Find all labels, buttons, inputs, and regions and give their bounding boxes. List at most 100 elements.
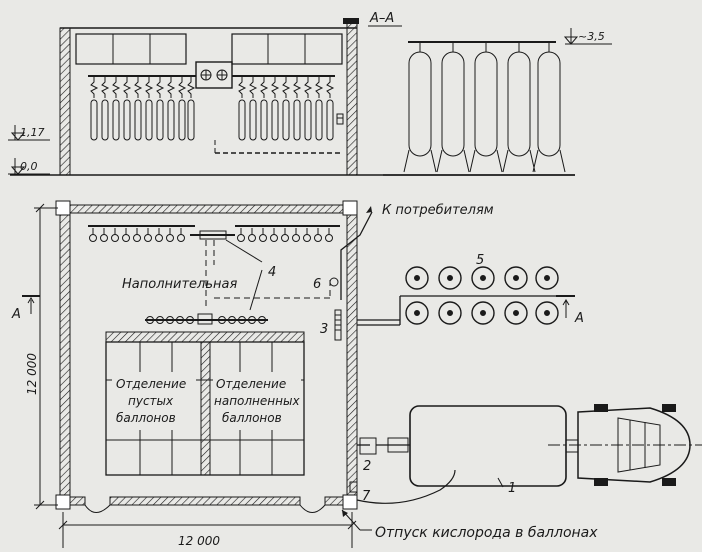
external-receivers bbox=[405, 266, 559, 325]
cylinder bbox=[260, 99, 268, 141]
full-dept-line2: наполненных bbox=[214, 394, 300, 408]
elevation-00-label: 0,0 bbox=[20, 160, 38, 173]
plan-cylinder bbox=[133, 234, 141, 242]
cut-mark-right-label: А bbox=[574, 311, 584, 326]
plan-cylinder bbox=[177, 234, 185, 242]
plan-cylinder bbox=[270, 234, 278, 242]
plan-cylinder bbox=[166, 234, 174, 242]
cylinder bbox=[112, 99, 120, 141]
section-cylinder bbox=[507, 51, 531, 157]
section-cylinder bbox=[441, 51, 465, 157]
plan-cylinder bbox=[303, 234, 311, 242]
cylinder bbox=[326, 99, 334, 141]
elevation-mark-00: 0,0 bbox=[8, 158, 50, 175]
cut-mark-left: А bbox=[11, 295, 40, 322]
plan-cylinder bbox=[176, 316, 184, 324]
plan-mid-cylinders bbox=[146, 313, 266, 325]
receiver bbox=[471, 301, 495, 325]
width-dimension: 12 000 bbox=[58, 512, 357, 548]
roof-cap bbox=[343, 18, 359, 24]
cylinder bbox=[145, 99, 153, 141]
oxygen-tank-truck: 1 bbox=[357, 404, 702, 496]
cut-mark-left-label: А bbox=[11, 307, 21, 322]
dispatch-label: Отпуск кислорода в баллонах bbox=[375, 525, 598, 541]
cylinder bbox=[178, 99, 186, 141]
plan-cylinder bbox=[122, 234, 130, 242]
receiver bbox=[438, 301, 462, 325]
cylinder bbox=[156, 99, 164, 141]
empty-dept-line3: баллонов bbox=[116, 411, 176, 425]
cylinder bbox=[123, 99, 131, 141]
plan-cylinder bbox=[186, 316, 194, 324]
elevation-mark-top: ~3,5 bbox=[563, 28, 612, 45]
plan-cylinder bbox=[156, 316, 164, 324]
receiver bbox=[405, 266, 429, 290]
callout-3: 3 bbox=[320, 322, 328, 337]
plan-cylinder bbox=[248, 316, 256, 324]
elevation-117-label: 1,17 bbox=[20, 126, 45, 139]
consumers-label: К потребителям bbox=[382, 203, 494, 218]
plan-cylinder bbox=[259, 234, 267, 242]
plan-cylinder bbox=[248, 234, 256, 242]
receiver bbox=[535, 301, 559, 325]
plan-view: Наполнительная 4 Отделение пустых баллон… bbox=[11, 200, 702, 548]
plan-cylinder bbox=[89, 234, 97, 242]
elevation-mark-117: 1,17 bbox=[8, 125, 50, 141]
cylinder bbox=[293, 99, 301, 141]
door-right bbox=[299, 504, 326, 513]
plan-left-wall bbox=[59, 204, 71, 506]
empty-dept-line2: пустых bbox=[128, 394, 174, 408]
section-label: А–А bbox=[369, 11, 394, 26]
filling-room-label: Наполнительная bbox=[122, 277, 237, 292]
plan-cylinder bbox=[218, 316, 226, 324]
plan-cylinder bbox=[155, 234, 163, 242]
cut-mark-right: А bbox=[556, 295, 584, 326]
cylinder bbox=[238, 99, 246, 141]
section-a-a: А–А ~3,5 bbox=[368, 11, 612, 176]
cylinder bbox=[304, 99, 312, 141]
cylinder bbox=[249, 99, 257, 141]
elevation-cylinders-right bbox=[238, 76, 335, 141]
elevation-right-wall bbox=[346, 21, 358, 176]
plan-cylinder bbox=[281, 234, 289, 242]
elevation-top-label: ~3,5 bbox=[578, 30, 605, 43]
plan-top-wall bbox=[59, 204, 358, 214]
callout-1: 1 bbox=[508, 481, 516, 496]
section-cylinder bbox=[537, 51, 561, 157]
plan-right-wall bbox=[346, 204, 358, 506]
section-cylinder bbox=[408, 51, 432, 157]
receiver bbox=[535, 266, 559, 290]
storage-rack: Отделение пустых баллонов Отделение напо… bbox=[105, 331, 305, 476]
full-dept-line1: Отделение bbox=[216, 377, 286, 391]
callout-2: 2 bbox=[363, 459, 371, 474]
plan-cylinder bbox=[146, 316, 154, 324]
callout-4: 4 bbox=[268, 265, 276, 280]
plan-bottom-wall bbox=[109, 496, 301, 506]
cylinder bbox=[167, 99, 175, 141]
receiver bbox=[438, 266, 462, 290]
elevation-left-wall bbox=[59, 27, 71, 176]
cylinder bbox=[134, 99, 142, 141]
plan-cylinder bbox=[111, 234, 119, 242]
plan-cylinder bbox=[100, 234, 108, 242]
plan-cylinder bbox=[228, 316, 236, 324]
plan-cylinder bbox=[325, 234, 333, 242]
receiver bbox=[504, 301, 528, 325]
receiver bbox=[504, 266, 528, 290]
plan-top-cylinders-right bbox=[237, 228, 333, 242]
plan-cylinder bbox=[314, 234, 322, 242]
height-dimension: 12 000 bbox=[25, 203, 58, 510]
cylinder bbox=[187, 99, 195, 141]
full-dept-line3: баллонов bbox=[222, 411, 282, 425]
cylinder bbox=[101, 99, 109, 141]
plan-top-cylinders-left bbox=[89, 228, 185, 242]
receiver bbox=[471, 266, 495, 290]
section-cylinder bbox=[474, 51, 498, 157]
callout-5: 5 bbox=[476, 253, 484, 268]
cylinder bbox=[282, 99, 290, 141]
cylinder bbox=[315, 99, 323, 141]
height-dimension-label: 12 000 bbox=[25, 353, 39, 395]
plan-cylinder bbox=[166, 316, 174, 324]
empty-dept-line1: Отделение bbox=[116, 377, 186, 391]
